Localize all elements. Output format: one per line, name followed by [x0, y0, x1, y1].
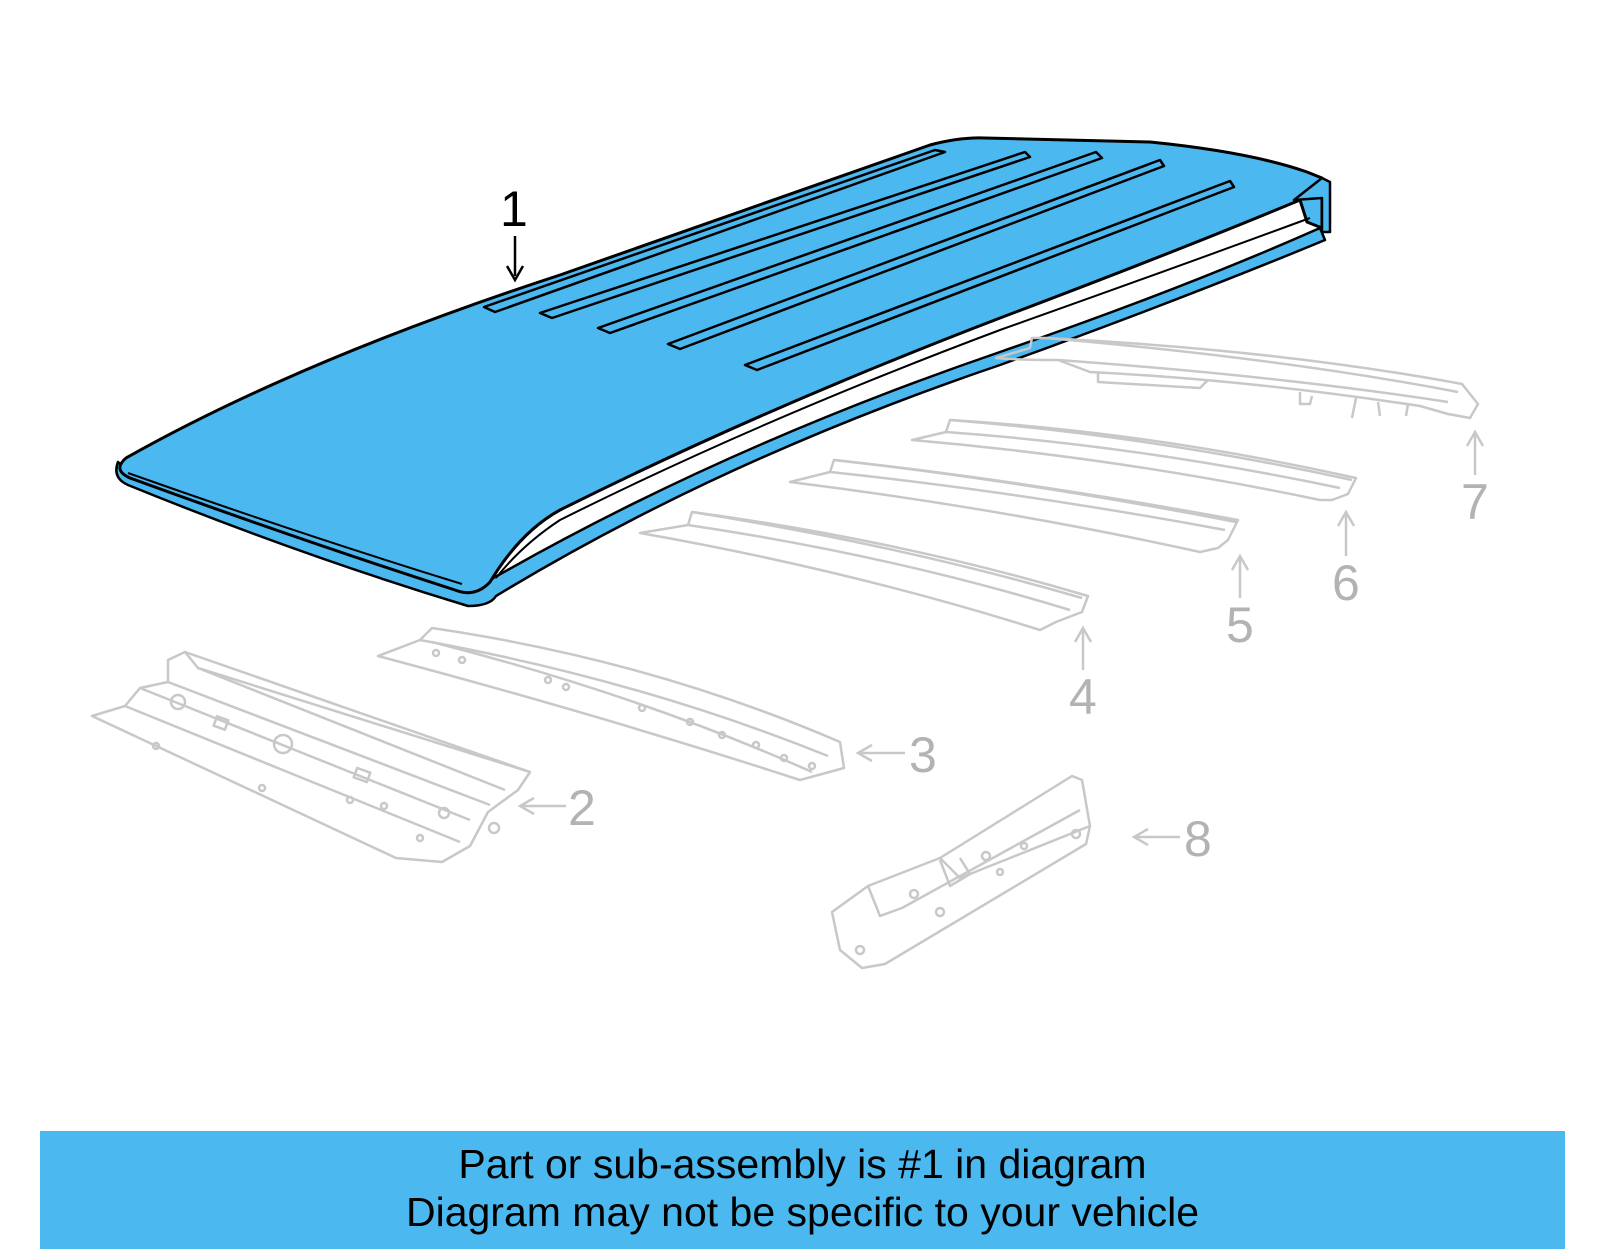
callout-7: 7 — [1461, 474, 1489, 530]
roof-bow-part-5[interactable] — [788, 458, 1240, 554]
bracket-part-8[interactable] — [830, 774, 1092, 970]
callout-3: 3 — [909, 727, 937, 783]
banner-line-1: Part or sub-assembly is #1 in diagram — [458, 1141, 1147, 1187]
leader-arrow-6 — [1336, 509, 1356, 556]
roof-panel-ribs — [482, 148, 1236, 372]
info-banner: Part or sub-assembly is #1 in diagram Di… — [40, 1131, 1565, 1249]
callout-labels: 1 2 3 4 5 6 7 8 — [500, 181, 1489, 867]
roof-panel-edge-line — [127, 217, 1311, 585]
roof-bow-part-4[interactable] — [638, 510, 1090, 632]
callout-8: 8 — [1184, 811, 1212, 867]
roof-panel-skin — [118, 136, 1324, 595]
leader-arrow-8 — [1131, 827, 1180, 847]
leader-arrows — [505, 236, 1485, 847]
leader-arrow-3 — [855, 743, 905, 763]
leader-arrow-1 — [505, 236, 525, 283]
front-header-part-2[interactable] — [90, 650, 532, 864]
leader-arrow-2 — [517, 796, 566, 816]
leader-arrow-5 — [1230, 553, 1250, 598]
roof-panel-part-1[interactable] — [115, 136, 1332, 608]
roof-panel-rear-lip — [1292, 176, 1332, 234]
rear-header-part-7[interactable] — [994, 336, 1480, 420]
callout-5: 5 — [1226, 597, 1254, 653]
callout-4: 4 — [1069, 669, 1097, 725]
roof-bow-part-6[interactable] — [910, 418, 1358, 502]
callout-1: 1 — [500, 181, 528, 237]
callout-6: 6 — [1332, 555, 1360, 611]
leader-arrow-4 — [1073, 625, 1093, 670]
roof-bow-part-3[interactable] — [376, 626, 846, 782]
banner-line-2: Diagram may not be specific to your vehi… — [405, 1189, 1199, 1235]
leader-arrow-7 — [1465, 429, 1485, 475]
callout-2: 2 — [568, 780, 596, 836]
